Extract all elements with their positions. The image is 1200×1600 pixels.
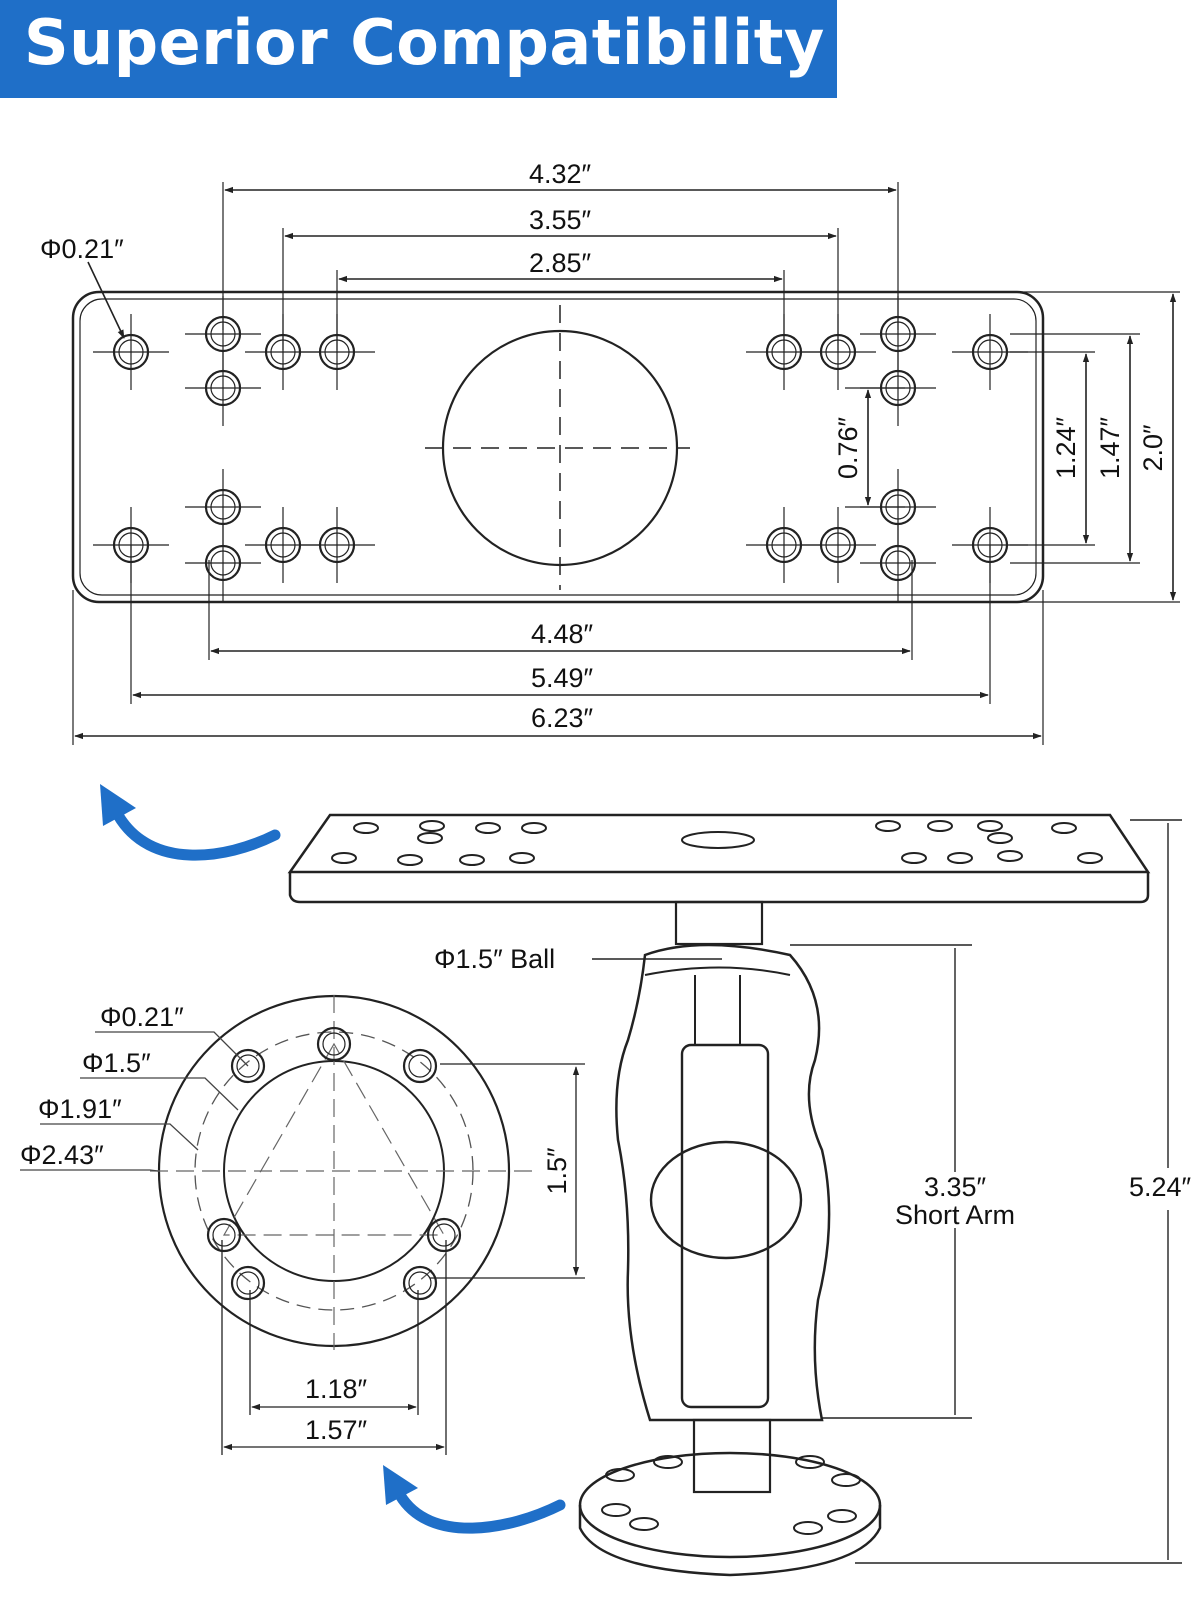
mounting-hole (245, 507, 321, 583)
label-base-d2: Φ1.5″ (82, 1048, 151, 1078)
top-plate-slots (331, 820, 1103, 866)
mounting-hole (426, 1217, 462, 1253)
plate-slot (901, 852, 927, 864)
blue-arrow-bottom (383, 1465, 566, 1534)
plate-slot (397, 854, 423, 866)
base-slot (605, 1468, 635, 1482)
base-slot (653, 1455, 683, 1469)
round-base-view: Φ0.21″ Φ1.5″ Φ1.91″ Φ2.43″ 1.5″ 1.18″ 1.… (20, 994, 585, 1455)
mount-side-view: Φ1.5″ Ball 3.35″ Short Arm 5.24″ (287, 813, 1192, 1577)
mounting-hole (402, 1048, 438, 1084)
base-slot (827, 1509, 857, 1523)
plate-slot (947, 852, 973, 864)
label-width-3-55: 3.55″ (529, 205, 592, 235)
label-arm-length: 3.35″ (924, 1172, 987, 1202)
plate-slot (475, 822, 501, 834)
plate-slot (353, 822, 379, 834)
plate-slot (521, 822, 547, 834)
plate-slot (875, 820, 901, 832)
base-slot (601, 1503, 631, 1517)
label-base-width-1: 1.18″ (305, 1374, 368, 1404)
title-banner: Superior Compatibility (0, 0, 837, 98)
plate-slot (509, 852, 535, 864)
plate-holes (93, 296, 1028, 601)
base-slot (831, 1473, 861, 1487)
arm-knob (649, 1140, 803, 1260)
base-holes (206, 1026, 462, 1301)
base-slot (795, 1455, 825, 1469)
label-vert-2-0: 2.0″ (1138, 424, 1168, 472)
plate-outline (71, 290, 1045, 604)
label-vert-0-76: 0.76″ (833, 417, 863, 480)
base-slot (629, 1517, 659, 1531)
label-vert-1-47: 1.47″ (1095, 417, 1125, 480)
label-total-height: 5.24″ (1129, 1172, 1192, 1202)
label-vert-1-24: 1.24″ (1051, 417, 1081, 480)
label-base-height: 1.5″ (542, 1147, 572, 1195)
mounting-hole (860, 525, 936, 601)
base-slot (793, 1521, 823, 1535)
mounting-hole (316, 1026, 352, 1062)
mounting-hole (230, 1048, 266, 1084)
label-width-6-23: 6.23″ (531, 703, 594, 733)
label-width-4-32: 4.32″ (529, 159, 592, 189)
plate-slot (1077, 852, 1103, 864)
label-hole-diameter: Φ0.21″ (40, 234, 124, 264)
label-base-d1: Φ0.21″ (100, 1002, 184, 1032)
mounting-hole (402, 1265, 438, 1301)
plate-slot (459, 854, 485, 866)
label-base-d3: Φ1.91″ (38, 1094, 122, 1124)
mounting-hole (185, 350, 261, 426)
mounting-hole (93, 314, 169, 390)
plate-slot (997, 850, 1023, 862)
plate-slot (417, 832, 443, 844)
label-width-5-49: 5.49″ (531, 663, 594, 693)
plate-slot (977, 820, 1003, 832)
mounting-hole (746, 507, 822, 583)
label-width-4-48: 4.48″ (531, 619, 594, 649)
plate-slot (419, 820, 445, 832)
label-ball-diameter: Φ1.5″ Ball (434, 944, 555, 974)
label-width-2-85: 2.85″ (529, 248, 592, 278)
page-title: Superior Compatibility (24, 6, 825, 79)
plate-slot (927, 820, 953, 832)
plate-slot (987, 832, 1013, 844)
plate-slot (1051, 822, 1077, 834)
mounting-hole (299, 507, 375, 583)
label-base-width-2: 1.57″ (305, 1415, 368, 1445)
top-plate-view: Φ0.21″ 4.32″ 3.55″ 2.85″ 4.48″ 5.49″ 6.2… (40, 159, 1180, 745)
label-short-arm: Short Arm (895, 1200, 1015, 1230)
plate-slot (331, 852, 357, 864)
mounting-hole (206, 1217, 242, 1253)
blue-arrow-top (100, 784, 281, 861)
plate-inner-outline (79, 298, 1037, 596)
mounting-hole (185, 469, 261, 545)
base-slots (601, 1455, 861, 1535)
arm-socket (615, 943, 831, 1422)
label-base-d4: Φ2.43″ (20, 1140, 104, 1170)
mounting-hole (230, 1265, 266, 1301)
